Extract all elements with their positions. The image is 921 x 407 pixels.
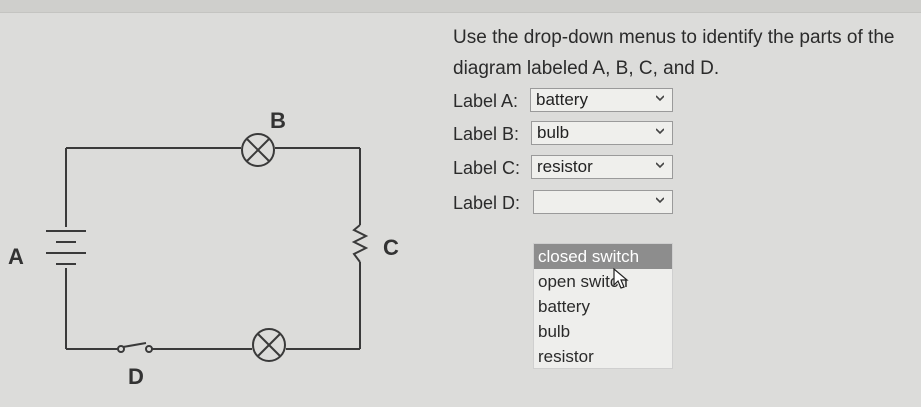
chevron-down-icon bbox=[656, 95, 664, 102]
row-label-b: Label B: bbox=[453, 121, 519, 147]
select-label-a[interactable]: battery bbox=[530, 88, 673, 112]
battery-a-symbol bbox=[46, 230, 86, 265]
select-label-c-value: resistor bbox=[537, 157, 593, 176]
resistor-c-symbol bbox=[351, 224, 369, 263]
chevron-down-icon bbox=[656, 162, 664, 169]
row-label-d-text: Label D: bbox=[453, 192, 521, 213]
row-label-d: Label D: bbox=[453, 190, 520, 216]
select-label-b-value: bulb bbox=[537, 123, 570, 142]
circuit-diagram: B A C D bbox=[8, 108, 399, 389]
option-bulb[interactable]: bulb bbox=[538, 322, 571, 341]
bulb-b-symbol bbox=[241, 133, 275, 167]
row-label-c: Label C: bbox=[453, 155, 520, 181]
option-open-switch[interactable]: open switch bbox=[538, 272, 628, 291]
instructions-line-2: diagram labeled A, B, C, and D. bbox=[453, 58, 720, 79]
bulb-bottom-symbol bbox=[252, 328, 286, 362]
chevron-down-icon bbox=[656, 128, 664, 135]
option-resistor[interactable]: resistor bbox=[538, 347, 594, 366]
label-d-text: D bbox=[128, 364, 144, 389]
row-label-a-text: Label A: bbox=[453, 90, 519, 111]
row-label-c-text: Label C: bbox=[453, 157, 521, 178]
label-a-text: A bbox=[8, 244, 24, 269]
instructions-line-1: Use the drop-down menus to identify the … bbox=[453, 27, 895, 48]
row-label-b-text: Label B: bbox=[453, 123, 520, 144]
option-closed-switch[interactable]: closed switch bbox=[534, 244, 672, 269]
label-c-text: C bbox=[383, 235, 399, 260]
option-battery[interactable]: battery bbox=[538, 297, 590, 316]
dropdown-options-list: closed switch open switch battery bulb r… bbox=[533, 243, 673, 369]
chevron-down-icon bbox=[656, 197, 664, 204]
row-label-a: Label A: bbox=[453, 88, 518, 114]
select-label-a-value: battery bbox=[536, 90, 588, 109]
select-label-c[interactable]: resistor bbox=[531, 155, 673, 179]
select-label-d[interactable] bbox=[533, 190, 673, 214]
switch-d-symbol bbox=[117, 342, 153, 353]
select-label-b[interactable]: bulb bbox=[531, 121, 673, 145]
top-strip bbox=[0, 0, 921, 13]
instructions: Use the drop-down menus to identify the … bbox=[453, 22, 913, 84]
mouse-cursor-icon bbox=[613, 268, 629, 289]
label-b-text: B bbox=[270, 108, 286, 133]
